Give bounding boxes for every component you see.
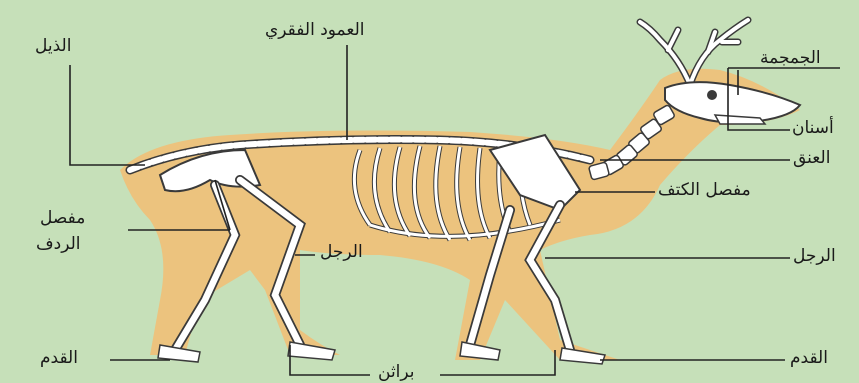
- label-tail: الذيل: [35, 38, 71, 55]
- label-front-foot: القدم: [790, 350, 828, 367]
- label-skull: الجمجمة: [760, 50, 821, 67]
- label-hip-joint-line1: مفصل: [40, 210, 85, 227]
- label-hind-foot: القدم: [40, 350, 78, 367]
- label-hind-leg: الرجل: [320, 244, 363, 261]
- label-neck: العنق: [793, 150, 830, 167]
- label-front-leg: الرجل: [793, 248, 836, 265]
- label-shoulder-joint: مفصل الكتف: [658, 182, 751, 199]
- label-hooves: براثن: [378, 364, 415, 381]
- label-hip-joint-line2: الردف: [36, 236, 80, 253]
- label-spine: العمود الفقري: [265, 22, 364, 39]
- label-teeth: أسنان: [792, 120, 834, 137]
